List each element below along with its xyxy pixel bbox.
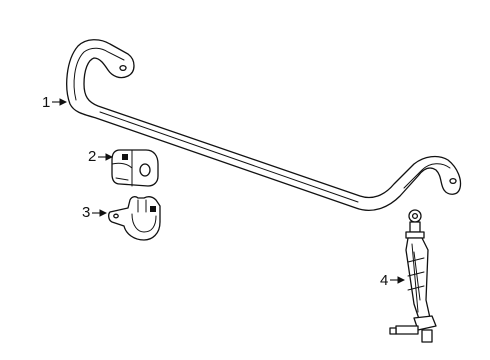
bushing-bracket (108, 196, 161, 241)
callout-2: 2 (88, 148, 114, 165)
callout-number-1: 1 (42, 94, 50, 111)
callout-number-4: 4 (380, 272, 388, 289)
bushing (111, 149, 159, 187)
stabilizer-bar (66, 39, 462, 211)
callout-1: 1 (42, 94, 68, 111)
callout-3: 3 (82, 204, 108, 221)
callout-number-3: 3 (82, 204, 90, 221)
stabilizer-link (389, 209, 437, 343)
callout-4: 4 (380, 272, 406, 289)
callout-number-2: 2 (88, 148, 96, 165)
